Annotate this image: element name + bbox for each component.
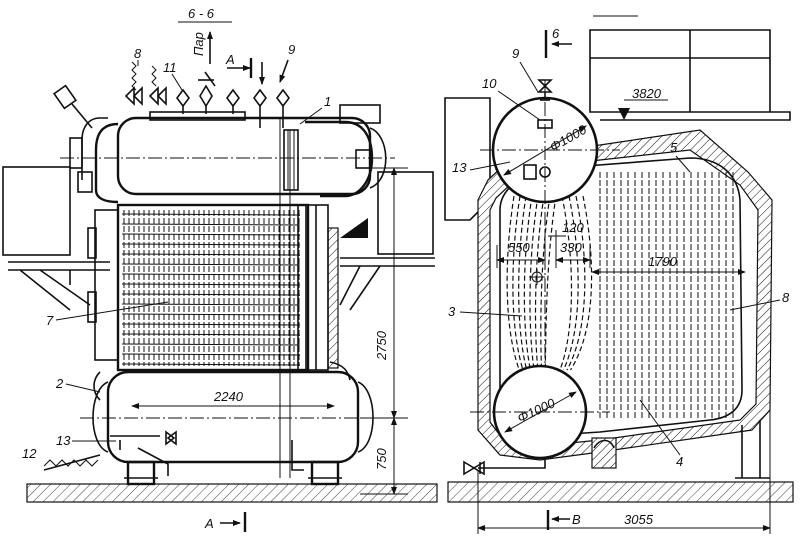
dim-1790: 1790 xyxy=(648,254,678,269)
callout-right-9: 9 xyxy=(512,46,519,61)
section-mark-a-bottom: A xyxy=(204,516,214,531)
section-mark-b: B xyxy=(572,512,581,527)
valve-c xyxy=(253,88,267,108)
dim-330: 330 xyxy=(560,240,582,255)
feed-arrow-2 xyxy=(279,59,289,83)
top-valves xyxy=(124,71,290,128)
valve-11 xyxy=(199,84,213,108)
callout-right-3: 3 xyxy=(448,304,456,319)
valve-a xyxy=(176,88,190,108)
support-left xyxy=(126,460,156,486)
dim-550: 550 xyxy=(508,240,530,255)
right-casing-hatch xyxy=(327,227,339,369)
left-casing xyxy=(94,209,119,361)
blowdown-line xyxy=(43,454,101,471)
right-collector xyxy=(297,204,329,371)
callout-left-2: 2 xyxy=(55,376,64,391)
left-flange-1 xyxy=(69,137,83,169)
support-saddle xyxy=(593,439,615,449)
phi-lower-leader xyxy=(504,391,577,433)
safety-spring xyxy=(131,61,137,91)
right-leg xyxy=(735,420,770,479)
right-gas-outlet xyxy=(340,218,368,238)
right-drain xyxy=(291,440,304,471)
left-pipe-loop xyxy=(94,122,119,204)
section-title: 6 - 6 xyxy=(188,6,215,21)
top-header xyxy=(149,111,246,121)
callout-right-5: 5 xyxy=(670,140,678,155)
callout-right-4: 4 xyxy=(676,454,683,469)
side-view: 6 - 6 Пар A xyxy=(2,6,438,532)
right-platform xyxy=(339,257,435,311)
water-gauge xyxy=(52,84,78,110)
support-right xyxy=(310,460,340,486)
valve-8b xyxy=(148,86,167,106)
dim-120: 120 xyxy=(562,220,584,235)
drain-pipe xyxy=(110,435,169,476)
casing-door-1 xyxy=(87,227,97,259)
right-burner-box xyxy=(377,171,434,255)
dim-750: 750 xyxy=(374,448,389,470)
valve-9 xyxy=(276,88,290,108)
steam-label: Пар xyxy=(191,32,206,56)
elevation-3820-mark xyxy=(618,108,630,120)
lower-pipe-2 xyxy=(93,371,101,401)
right-top-box xyxy=(339,104,381,124)
dim-2750: 2750 xyxy=(374,330,389,361)
callout-left-11: 11 xyxy=(163,60,177,75)
dim-3055: 3055 xyxy=(624,512,654,527)
left-flange-2 xyxy=(77,171,93,193)
drain-valve-13 xyxy=(165,430,177,446)
callout-right-13: 13 xyxy=(452,160,467,175)
casing-door-2 xyxy=(87,291,97,323)
foundation-right xyxy=(447,481,794,503)
lower-drum-support xyxy=(591,437,617,469)
section-mark-six: 6 xyxy=(552,26,560,41)
safety-spring-b xyxy=(151,65,157,87)
left-burner-box xyxy=(2,166,71,256)
bottom-pipe xyxy=(478,460,546,474)
foundation-left xyxy=(26,483,438,503)
callout-left-9: 9 xyxy=(288,42,295,57)
callout-left-8: 8 xyxy=(134,46,142,61)
lower-drum-end-left xyxy=(92,381,109,453)
furnace-tubes xyxy=(599,172,734,420)
screen-tubes xyxy=(506,195,593,373)
elevation-3820: 3820 xyxy=(632,86,662,101)
cross-section-view: 6 3820 Φ1000 Φ1000 xyxy=(444,15,794,534)
left-platform xyxy=(8,261,110,311)
valve-8 xyxy=(124,86,143,106)
lower-drum xyxy=(106,370,360,464)
gauge-pipe xyxy=(71,103,93,129)
lower-pipe-right xyxy=(329,361,351,381)
dim-2240: 2240 xyxy=(213,389,244,404)
right-flange xyxy=(355,149,371,169)
callout-left-1: 1 xyxy=(324,94,331,109)
bottom-valve xyxy=(463,460,485,476)
section-mark-a-top: A xyxy=(225,52,235,67)
upper-drum xyxy=(116,116,372,196)
valve-b xyxy=(226,88,240,108)
overhead-duct xyxy=(589,29,791,121)
callout-left-13: 13 xyxy=(56,433,71,448)
upper-drum-flange xyxy=(283,129,299,191)
callout-right-10: 10 xyxy=(482,76,497,91)
callout-left-7: 7 xyxy=(46,313,54,328)
callout-left-12: 12 xyxy=(22,446,37,461)
lower-drum-end-right xyxy=(357,381,374,453)
phi-upper-leader xyxy=(503,125,587,176)
tube-bank-tubes xyxy=(121,210,301,366)
right-pipe-loop xyxy=(305,120,374,198)
callout-right-8: 8 xyxy=(782,290,790,305)
